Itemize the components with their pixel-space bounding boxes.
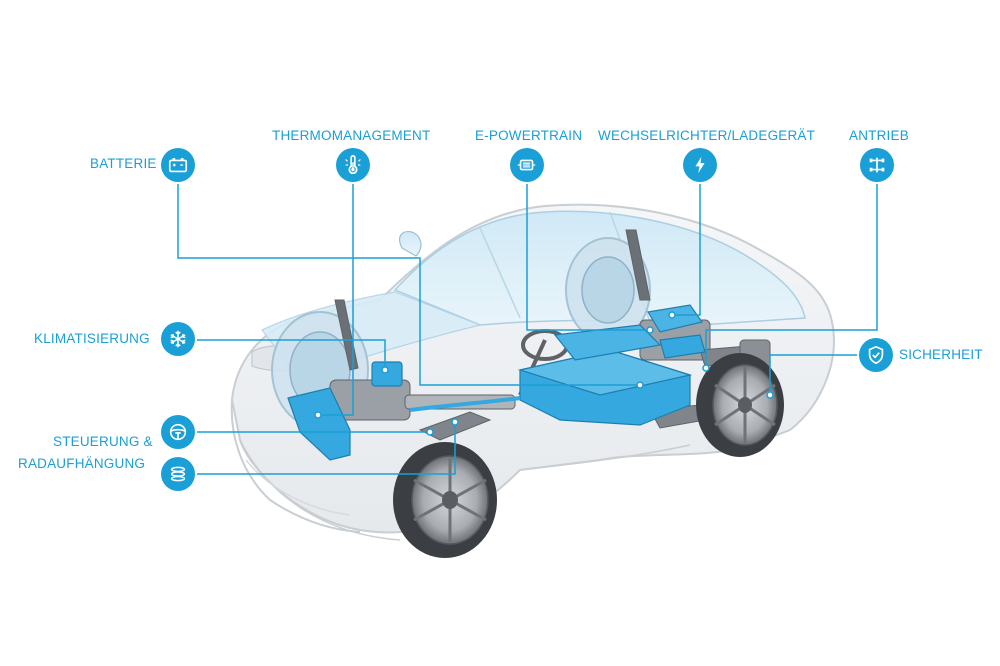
badge-epowertrain xyxy=(510,148,544,182)
battery-icon xyxy=(168,158,188,173)
rear-left-wheel-ghost xyxy=(565,237,651,343)
rear-right-wheel xyxy=(696,353,784,457)
label-batterie: BATTERIE xyxy=(90,156,157,171)
label-epowertrain: E-POWERTRAIN xyxy=(475,128,583,143)
blue-components xyxy=(287,304,706,461)
label-antrieb: ANTRIEB xyxy=(849,128,909,143)
steering-wheel-icon xyxy=(169,423,187,441)
badge-radaufhaengung xyxy=(161,457,195,491)
label-wechselrichter: WECHSELRICHTER/LADEGERÄT xyxy=(598,128,816,143)
drive-axle-icon xyxy=(869,157,885,173)
electric-motor-icon xyxy=(517,159,536,171)
badge-antrieb xyxy=(860,148,894,182)
leader-lines xyxy=(177,180,878,475)
badge-batterie xyxy=(161,148,195,182)
badge-sicherheit xyxy=(859,338,893,372)
badge-wechselrichter xyxy=(683,148,717,182)
label-steuerung-line2: RADAUFHÄNGUNG xyxy=(18,456,146,471)
badge-thermomanagement xyxy=(336,148,370,182)
label-steuerung-line1: STEUERUNG & xyxy=(53,434,153,449)
snowflake-icon xyxy=(170,330,186,348)
inverter-charger xyxy=(647,304,704,333)
badge-klimatisierung xyxy=(161,322,195,356)
climate-module xyxy=(371,361,403,387)
lightning-bolt-icon xyxy=(695,156,705,174)
thermometer-icon xyxy=(345,155,361,174)
leader-line-dots xyxy=(314,311,774,436)
badge-steuerung xyxy=(161,415,195,449)
label-thermomanagement: THERMOMANAGEMENT xyxy=(272,128,431,143)
shield-check-icon xyxy=(868,345,884,365)
label-sicherheit: SICHERHEIT xyxy=(899,347,983,362)
coil-spring-icon xyxy=(170,466,186,482)
label-klimatisierung: KLIMATISIERUNG xyxy=(34,331,150,346)
front-right-wheel xyxy=(393,442,497,558)
